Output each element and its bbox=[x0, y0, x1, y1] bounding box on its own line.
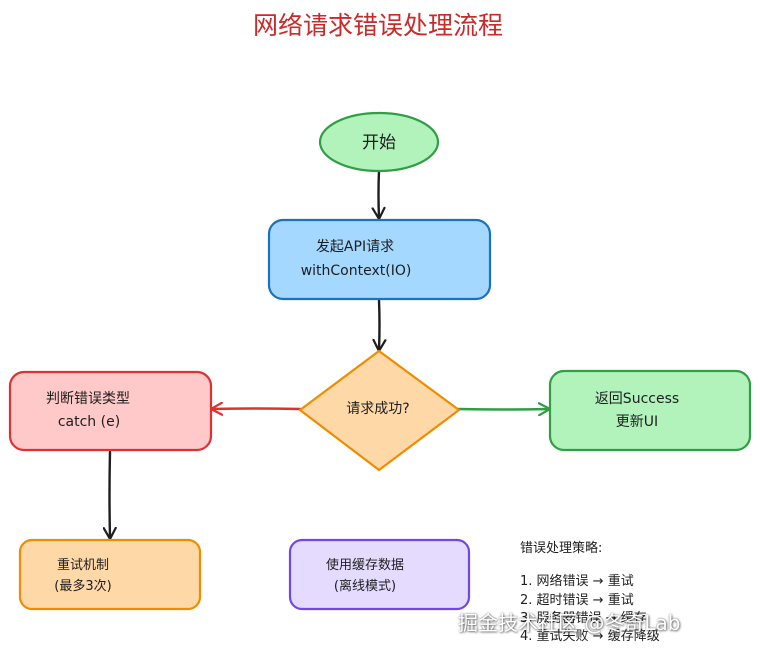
node-start: 开始 bbox=[318, 111, 440, 173]
arrow-request-to-decision bbox=[379, 298, 380, 350]
node-cache-shape bbox=[288, 538, 471, 611]
node-cache-line-1: 使用缓存数据 bbox=[326, 557, 404, 573]
arrow-decision-to-error bbox=[212, 409, 302, 410]
node-success-line-1: 返回Success bbox=[595, 391, 679, 407]
strategy-notes-heading: 错误处理策略: bbox=[520, 540, 602, 556]
strategy-notes-item-2: 2. 超时错误 → 重试 bbox=[520, 592, 634, 608]
node-request-line-2: withContext(IO) bbox=[301, 263, 412, 279]
node-cache-line-2: (离线模式) bbox=[334, 578, 396, 594]
node-decision: 请求成功? bbox=[298, 349, 461, 472]
strategy-notes-item-3: 3. 服务器错误 → 缓存 bbox=[520, 610, 647, 626]
node-start-shape bbox=[318, 111, 440, 173]
watermark: 掘金技术社区 @冬奇Lab bbox=[458, 611, 681, 635]
strategy-notes-item-1: 1. 网络错误 → 重试 bbox=[520, 573, 634, 589]
node-decision-line-1: 请求成功? bbox=[346, 401, 409, 417]
node-success: 返回Success 更新UI bbox=[548, 369, 752, 452]
node-request-line-1: 发起API请求 bbox=[316, 239, 394, 255]
node-decision-shape bbox=[298, 349, 461, 472]
node-error-type-line-2: catch (e) bbox=[58, 414, 120, 430]
node-request-shape bbox=[267, 218, 492, 301]
arrow-decision-to-success bbox=[456, 409, 549, 410]
node-retry-line-1: 重试机制 bbox=[57, 557, 109, 573]
strategy-notes: 错误处理策略: 1. 网络错误 → 重试 2. 超时错误 → 重试 3. 服务器… bbox=[520, 540, 660, 644]
node-retry-shape bbox=[18, 538, 202, 611]
node-request: 发起API请求 withContext(IO) bbox=[267, 218, 492, 301]
arrow-error-to-retry bbox=[110, 450, 111, 538]
node-retry-line-2: (最多3次) bbox=[54, 578, 111, 594]
connector-arrows bbox=[110, 168, 550, 538]
diagram-title: 网络请求错误处理流程 bbox=[253, 11, 503, 40]
node-success-line-2: 更新UI bbox=[616, 414, 658, 430]
node-cache: 使用缓存数据 (离线模式) bbox=[288, 538, 471, 611]
node-retry: 重试机制 (最多3次) bbox=[18, 538, 202, 611]
strategy-notes-item-4: 4. 重试失败 → 缓存降级 bbox=[520, 628, 660, 644]
node-error-type-line-1: 判断错误类型 bbox=[46, 391, 130, 407]
node-success-shape bbox=[548, 369, 752, 452]
node-start-line-1: 开始 bbox=[362, 133, 396, 153]
node-error-type: 判断错误类型 catch (e) bbox=[8, 370, 213, 452]
node-error-type-shape bbox=[8, 370, 213, 452]
arrow-start-to-request bbox=[379, 168, 380, 218]
